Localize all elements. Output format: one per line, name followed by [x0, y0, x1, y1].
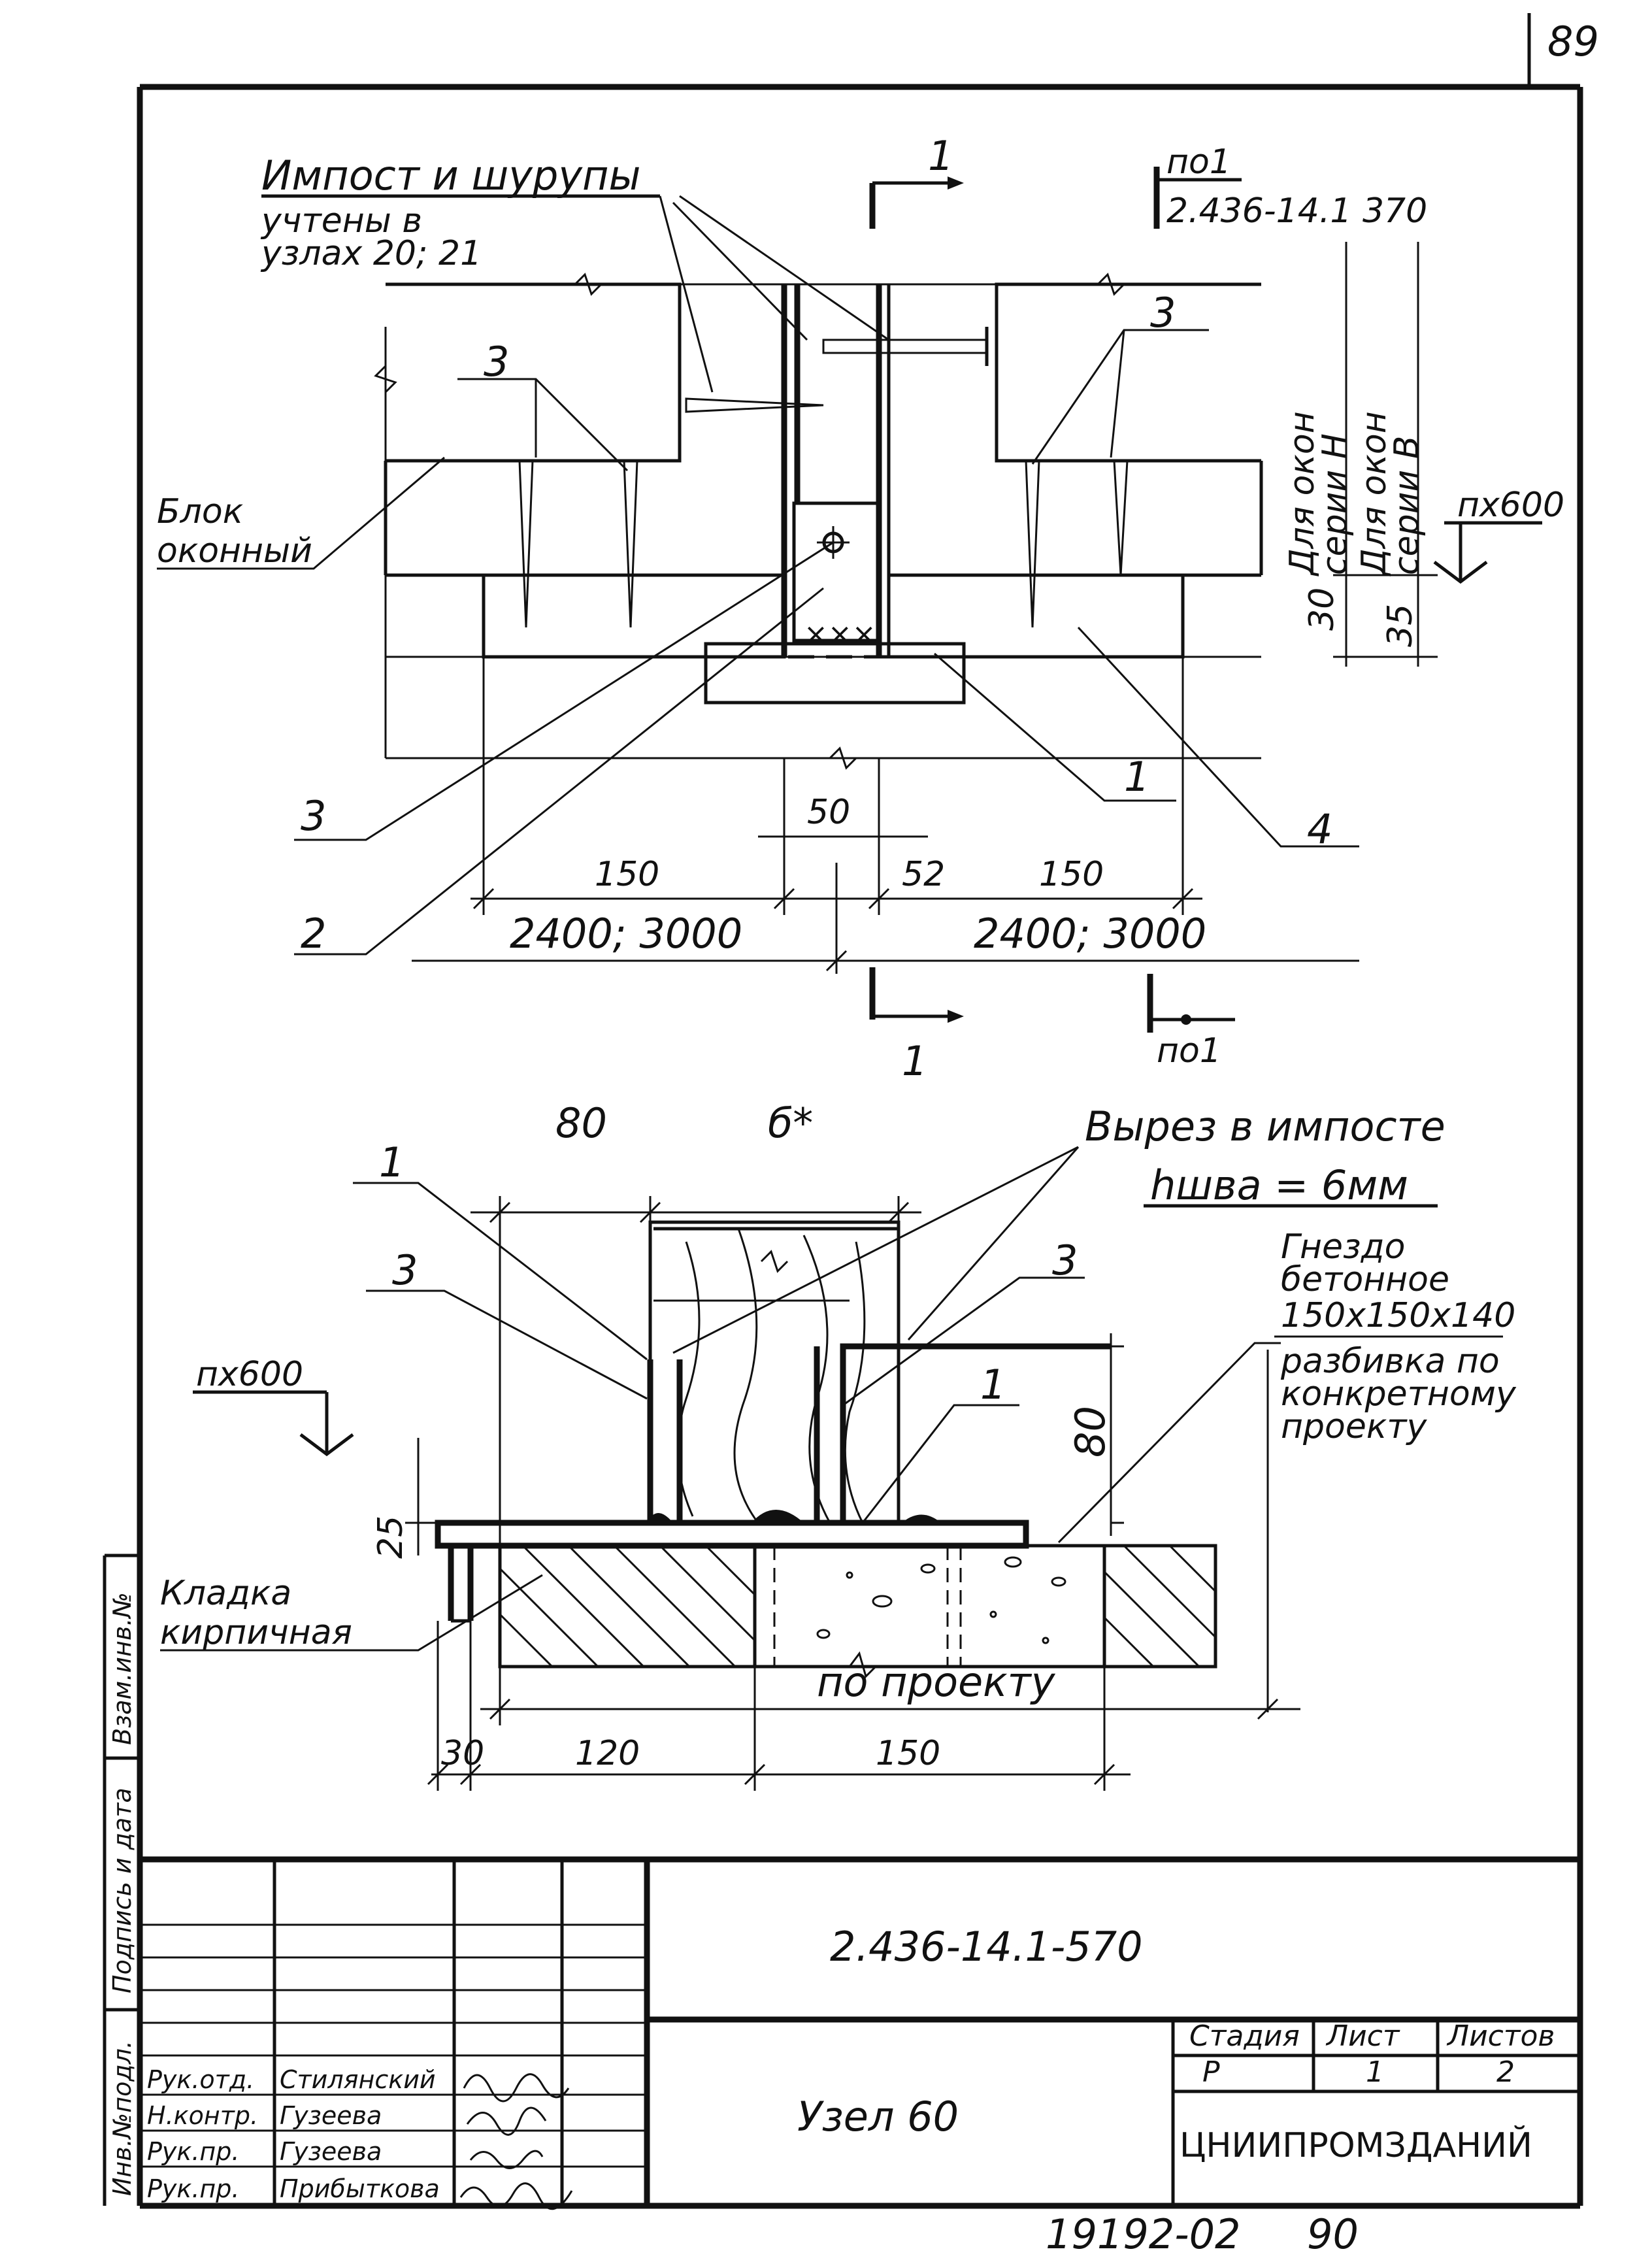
section-mark-bottom: 1 — [902, 1037, 927, 1085]
plan-dim-150-left: 150 — [595, 855, 659, 894]
pos-1: 1 — [1124, 753, 1149, 801]
base-plate — [435, 1520, 1029, 1549]
stage-value: Р — [1202, 2055, 1220, 2089]
plan-dim-span-right: 2400; 3000 — [974, 910, 1206, 957]
impost-callout-3: узлах 20; 21 — [260, 234, 482, 273]
section-level-mark: пх600 — [196, 1355, 303, 1394]
socket-note-6: проекту — [1281, 1407, 1428, 1446]
masonry-note: Кладка — [160, 1574, 291, 1613]
left-window-block — [386, 282, 682, 463]
svg-text:×××: ××× — [804, 618, 876, 651]
sheet-value: 1 — [1366, 2055, 1384, 2089]
section-pos-3-left: 3 — [392, 1246, 418, 1294]
masonry-note-2: кирпичная — [160, 1613, 352, 1652]
stage-label: Стадия — [1189, 2020, 1300, 2053]
section-pos-1-left: 1 — [379, 1139, 405, 1186]
anchor-plate — [704, 642, 966, 705]
role-0: Рук.отд. — [147, 2065, 254, 2094]
pos-3-bottom: 3 — [301, 792, 326, 840]
plan-dim-span-left: 2400; 3000 — [510, 910, 742, 957]
name-2: Гузеева — [280, 2137, 382, 2166]
section-dim-25: 25 — [371, 1516, 410, 1559]
name-3: Прибыткова — [280, 2174, 440, 2203]
signatures — [459, 2073, 573, 2210]
organization: ЦНИИПРОМЗДАНИЙ — [1180, 2125, 1532, 2165]
plan-dim-52: 52 — [902, 855, 945, 894]
concrete-socket — [753, 1544, 1106, 1669]
weld-note: hшва = 6мм — [1150, 1161, 1408, 1209]
for-windows-h: Для окон — [1283, 411, 1322, 576]
socket-note: Гнездо — [1281, 1227, 1405, 1267]
section-dim-80-side: 80 — [1066, 1406, 1114, 1457]
drawing-title: Узел 60 — [797, 2093, 959, 2140]
ref-bottom: по1 — [1157, 1031, 1221, 1071]
side-label-sign: Подпись и дата — [108, 1788, 137, 1993]
section-view: 80 б* Вырез в импосте hшва = 6мм 1 3 3 1… — [160, 1099, 1517, 1791]
sheet-label: Лист — [1325, 2020, 1400, 2053]
plan-dim-35: 35 — [1381, 604, 1420, 647]
footer-page: 90 — [1307, 2210, 1359, 2258]
section-dim-b: б* — [768, 1099, 813, 1147]
section-dim-150: 150 — [876, 1734, 940, 1773]
pos-3-left: 3 — [484, 338, 509, 386]
section-dim-120: 120 — [575, 1734, 640, 1773]
section-pos-3-right: 3 — [1052, 1237, 1078, 1284]
plan-dim-50: 50 — [807, 793, 850, 832]
cut-note: Вырез в импосте — [1085, 1103, 1446, 1150]
name-1: Гузеева — [280, 2101, 382, 2130]
ref-top: по1 — [1166, 142, 1231, 182]
sheets-label: Листов — [1446, 2020, 1555, 2053]
doc-code: 2.436-14.1-570 — [830, 1923, 1143, 1971]
for-windows-v: Для окон — [1355, 411, 1394, 576]
sheets-value: 2 — [1496, 2055, 1515, 2089]
impost-plate — [792, 501, 881, 642]
impost-callout-2: учтены в — [260, 201, 422, 241]
block-label: Блок — [157, 492, 244, 531]
role-1: Н.контр. — [147, 2101, 258, 2130]
footer-number: 19192-02 — [1046, 2210, 1241, 2258]
plan-dim-30: 30 — [1302, 588, 1342, 631]
section-pos-1-right: 1 — [980, 1361, 1006, 1408]
impost-callout: Импост и шурупы — [261, 152, 641, 199]
section-mark-top: 1 — [928, 132, 953, 180]
block-label-2: оконный — [157, 531, 312, 571]
plan-view: ××× 1 1 по — [157, 132, 1564, 1085]
masonry-right — [1102, 1544, 1217, 1669]
side-label-inv: Инв.№подл. — [108, 2040, 137, 2196]
role-3: Рук.пр. — [147, 2174, 239, 2203]
for-windows-v-2: серии В — [1387, 436, 1427, 575]
sheet-frame — [103, 13, 1583, 2209]
screws — [518, 327, 1129, 628]
plan-level-mark: пх600 — [1457, 486, 1564, 525]
plan-dim-150-right: 150 — [1039, 855, 1104, 894]
role-2: Рук.пр. — [147, 2137, 239, 2166]
socket-note-4: разбивка по — [1280, 1342, 1500, 1381]
name-0: Стилянский — [280, 2065, 436, 2094]
right-window-block — [995, 282, 1261, 463]
socket-note-3: 150х150х140 — [1281, 1296, 1515, 1335]
page-number: 89 — [1547, 18, 1599, 65]
section-dim-by-project: по проекту — [817, 1658, 1056, 1706]
pos-3-right: 3 — [1150, 289, 1176, 337]
section-dim-80-top: 80 — [555, 1099, 607, 1147]
pos-4: 4 — [1307, 805, 1332, 853]
ref-series: 2.436-14.1 370 — [1166, 191, 1427, 231]
socket-note-2: бетонное — [1281, 1260, 1449, 1299]
socket-note-5: конкретному — [1281, 1374, 1517, 1414]
pos-2: 2 — [301, 910, 326, 957]
title-block: 2.436-14.1-570 Узел 60 Стадия Лист Листо… — [140, 1856, 1580, 2210]
for-windows-h-2: серии Н — [1315, 433, 1355, 575]
side-label-replace: Взам.инв.№ — [108, 1592, 137, 1745]
